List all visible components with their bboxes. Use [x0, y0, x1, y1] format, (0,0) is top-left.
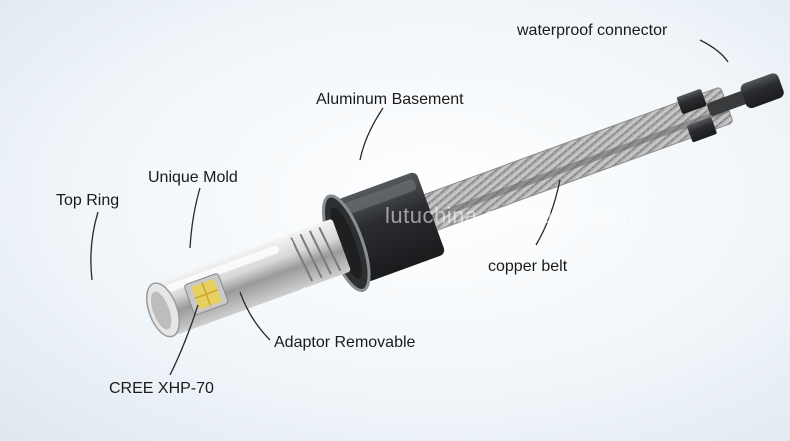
label-aluminum-basement: Aluminum Basement — [316, 91, 464, 108]
label-unique-mold: Unique Mold — [148, 169, 238, 186]
aluminum-basement-highlight — [343, 179, 417, 215]
label-waterproof-connector: waterproof connector — [517, 22, 668, 39]
label-copper-belt: copper belt — [488, 258, 568, 275]
top-ring-face — [150, 291, 172, 330]
cable-clip-upper — [676, 89, 707, 114]
leader-copper-belt — [535, 179, 561, 246]
label-top-ring: Top Ring — [56, 192, 120, 209]
leader-unique-mold — [189, 187, 201, 249]
copper-belt-shadow — [426, 106, 730, 222]
shaft-highlight — [166, 245, 280, 293]
waterproof-connector-body — [740, 73, 784, 109]
leader-aluminum-basement — [359, 107, 384, 161]
leader-cree-chip — [169, 304, 199, 376]
leader-top-ring — [90, 211, 99, 281]
twist-grooves — [290, 227, 342, 282]
cree-chip-grid — [194, 282, 218, 306]
label-cree-chip: CREE XHP-70 — [109, 380, 214, 397]
connector-wire — [707, 90, 748, 116]
label-adaptor-removable: Adaptor Removable — [274, 334, 416, 351]
cable-clip-lower — [687, 117, 717, 143]
watermark: lutuchina.en.alibaba.com — [385, 203, 641, 228]
adaptor-ring-inner — [330, 207, 362, 280]
leader-waterproof-connector — [699, 39, 729, 63]
leader-adaptor-removable — [239, 291, 271, 341]
